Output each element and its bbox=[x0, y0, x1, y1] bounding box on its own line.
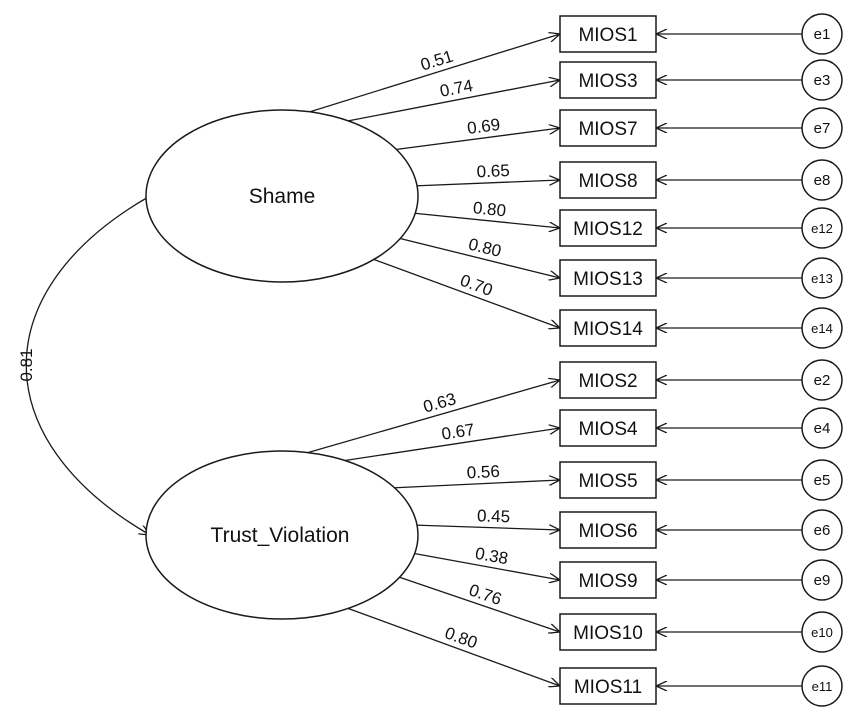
e5-error-label: e5 bbox=[814, 472, 831, 489]
mios3-loading-arrow bbox=[331, 80, 560, 125]
mios10-loading-value: 0.76 bbox=[467, 580, 504, 609]
mios2-indicator-box bbox=[559, 361, 657, 399]
mios14-indicator-label: MIOS14 bbox=[573, 319, 643, 340]
mios9-indicator-label: MIOS9 bbox=[578, 571, 637, 592]
mios7-loading-arrow bbox=[391, 128, 560, 151]
e11-error-term bbox=[801, 665, 843, 707]
mios10-indicator-label: MIOS10 bbox=[573, 623, 643, 644]
mios1-loading-arrow bbox=[289, 34, 560, 119]
mios12-loading-arrow bbox=[401, 211, 560, 228]
mios11-indicator-label: MIOS11 bbox=[574, 677, 642, 698]
trust-violation-factor-label: Trust_Violation bbox=[211, 524, 350, 547]
e6-error-label: e6 bbox=[814, 522, 831, 539]
shame-factor bbox=[145, 109, 419, 283]
mios14-loading-arrow bbox=[369, 257, 560, 328]
e13-error-term bbox=[801, 257, 843, 299]
e2-error-term bbox=[801, 359, 843, 401]
mios13-loading-value: 0.80 bbox=[466, 235, 503, 261]
mios7-indicator-box bbox=[559, 109, 657, 147]
mios10-indicator-box bbox=[559, 613, 657, 651]
e7-error-term bbox=[801, 107, 843, 149]
mios4-indicator-label: MIOS4 bbox=[578, 419, 638, 440]
e12-error-label: e12 bbox=[811, 221, 833, 236]
mios9-indicator-box bbox=[559, 561, 657, 599]
mios2-loading-value: 0.63 bbox=[421, 389, 458, 416]
mios4-indicator-box bbox=[559, 409, 657, 447]
e4-error-label: e4 bbox=[814, 420, 831, 437]
mios8-loading-value: 0.65 bbox=[476, 161, 510, 181]
factor-correlation-arc bbox=[25, 196, 150, 535]
factor-correlation-value: 0.81 bbox=[17, 348, 36, 381]
mios2-indicator-label: MIOS2 bbox=[578, 371, 637, 392]
mios4-loading-arrow bbox=[334, 428, 560, 463]
mios12-indicator-label: MIOS12 bbox=[573, 219, 643, 240]
mios5-indicator-label: MIOS5 bbox=[578, 471, 637, 492]
mios9-loading-arrow bbox=[405, 551, 560, 580]
mios7-indicator-label: MIOS7 bbox=[578, 119, 637, 140]
e1-error-term bbox=[801, 13, 843, 55]
mios1-loading-value: 0.51 bbox=[418, 47, 455, 75]
e11-error-label: e11 bbox=[812, 679, 833, 694]
mios12-indicator-box bbox=[559, 209, 657, 247]
mios10-loading-arrow bbox=[389, 573, 560, 632]
e5-error-term bbox=[801, 459, 843, 501]
mios3-indicator-label: MIOS3 bbox=[578, 71, 637, 92]
mios13-indicator-label: MIOS13 bbox=[573, 269, 643, 290]
mios1-indicator-label: MIOS1 bbox=[578, 25, 637, 46]
shame-factor-label: Shame bbox=[249, 185, 316, 208]
e1-error-label: e1 bbox=[814, 26, 831, 43]
mios11-loading-value: 0.80 bbox=[442, 623, 480, 652]
e8-error-term bbox=[801, 159, 843, 201]
mios7-loading-value: 0.69 bbox=[466, 115, 501, 138]
mios8-indicator-label: MIOS8 bbox=[578, 171, 637, 192]
mios8-loading-arrow bbox=[411, 180, 560, 187]
e14-error-term bbox=[801, 307, 843, 349]
mios6-loading-value: 0.45 bbox=[477, 506, 511, 526]
mios2-loading-arrow bbox=[295, 380, 560, 457]
mios13-loading-arrow bbox=[389, 235, 560, 278]
e3-error-term bbox=[801, 59, 843, 101]
e9-error-term bbox=[801, 559, 843, 601]
mios6-indicator-label: MIOS6 bbox=[578, 521, 637, 542]
e8-error-label: e8 bbox=[814, 172, 831, 189]
e3-error-label: e3 bbox=[814, 72, 831, 89]
e9-error-label: e9 bbox=[814, 572, 831, 589]
mios4-loading-value: 0.67 bbox=[440, 420, 476, 444]
mios5-indicator-box bbox=[559, 461, 657, 499]
mios14-loading-value: 0.70 bbox=[458, 271, 496, 300]
mios14-indicator-box bbox=[559, 309, 657, 347]
mios1-indicator-box bbox=[559, 15, 657, 53]
e4-error-term bbox=[801, 407, 843, 449]
mios12-loading-value: 0.80 bbox=[472, 198, 507, 220]
mios11-indicator-box bbox=[559, 667, 657, 705]
mios8-indicator-box bbox=[559, 161, 657, 199]
mios11-loading-arrow bbox=[335, 603, 560, 686]
mios13-indicator-box bbox=[559, 259, 657, 297]
e12-error-term bbox=[801, 207, 843, 249]
e2-error-label: e2 bbox=[814, 372, 831, 389]
e10-error-term bbox=[801, 611, 843, 653]
mios6-indicator-box bbox=[559, 511, 657, 549]
mios5-loading-arrow bbox=[389, 480, 560, 489]
e6-error-term bbox=[801, 509, 843, 551]
mios5-loading-value: 0.56 bbox=[466, 462, 500, 483]
e10-error-label: e10 bbox=[811, 625, 833, 640]
mios6-loading-arrow bbox=[411, 524, 560, 530]
e14-error-label: e14 bbox=[811, 321, 833, 336]
mios3-indicator-box bbox=[559, 61, 657, 99]
mios9-loading-value: 0.38 bbox=[474, 544, 510, 569]
trust-violation-factor bbox=[145, 450, 419, 620]
e7-error-label: e7 bbox=[814, 120, 831, 137]
e13-error-label: e13 bbox=[811, 271, 833, 286]
